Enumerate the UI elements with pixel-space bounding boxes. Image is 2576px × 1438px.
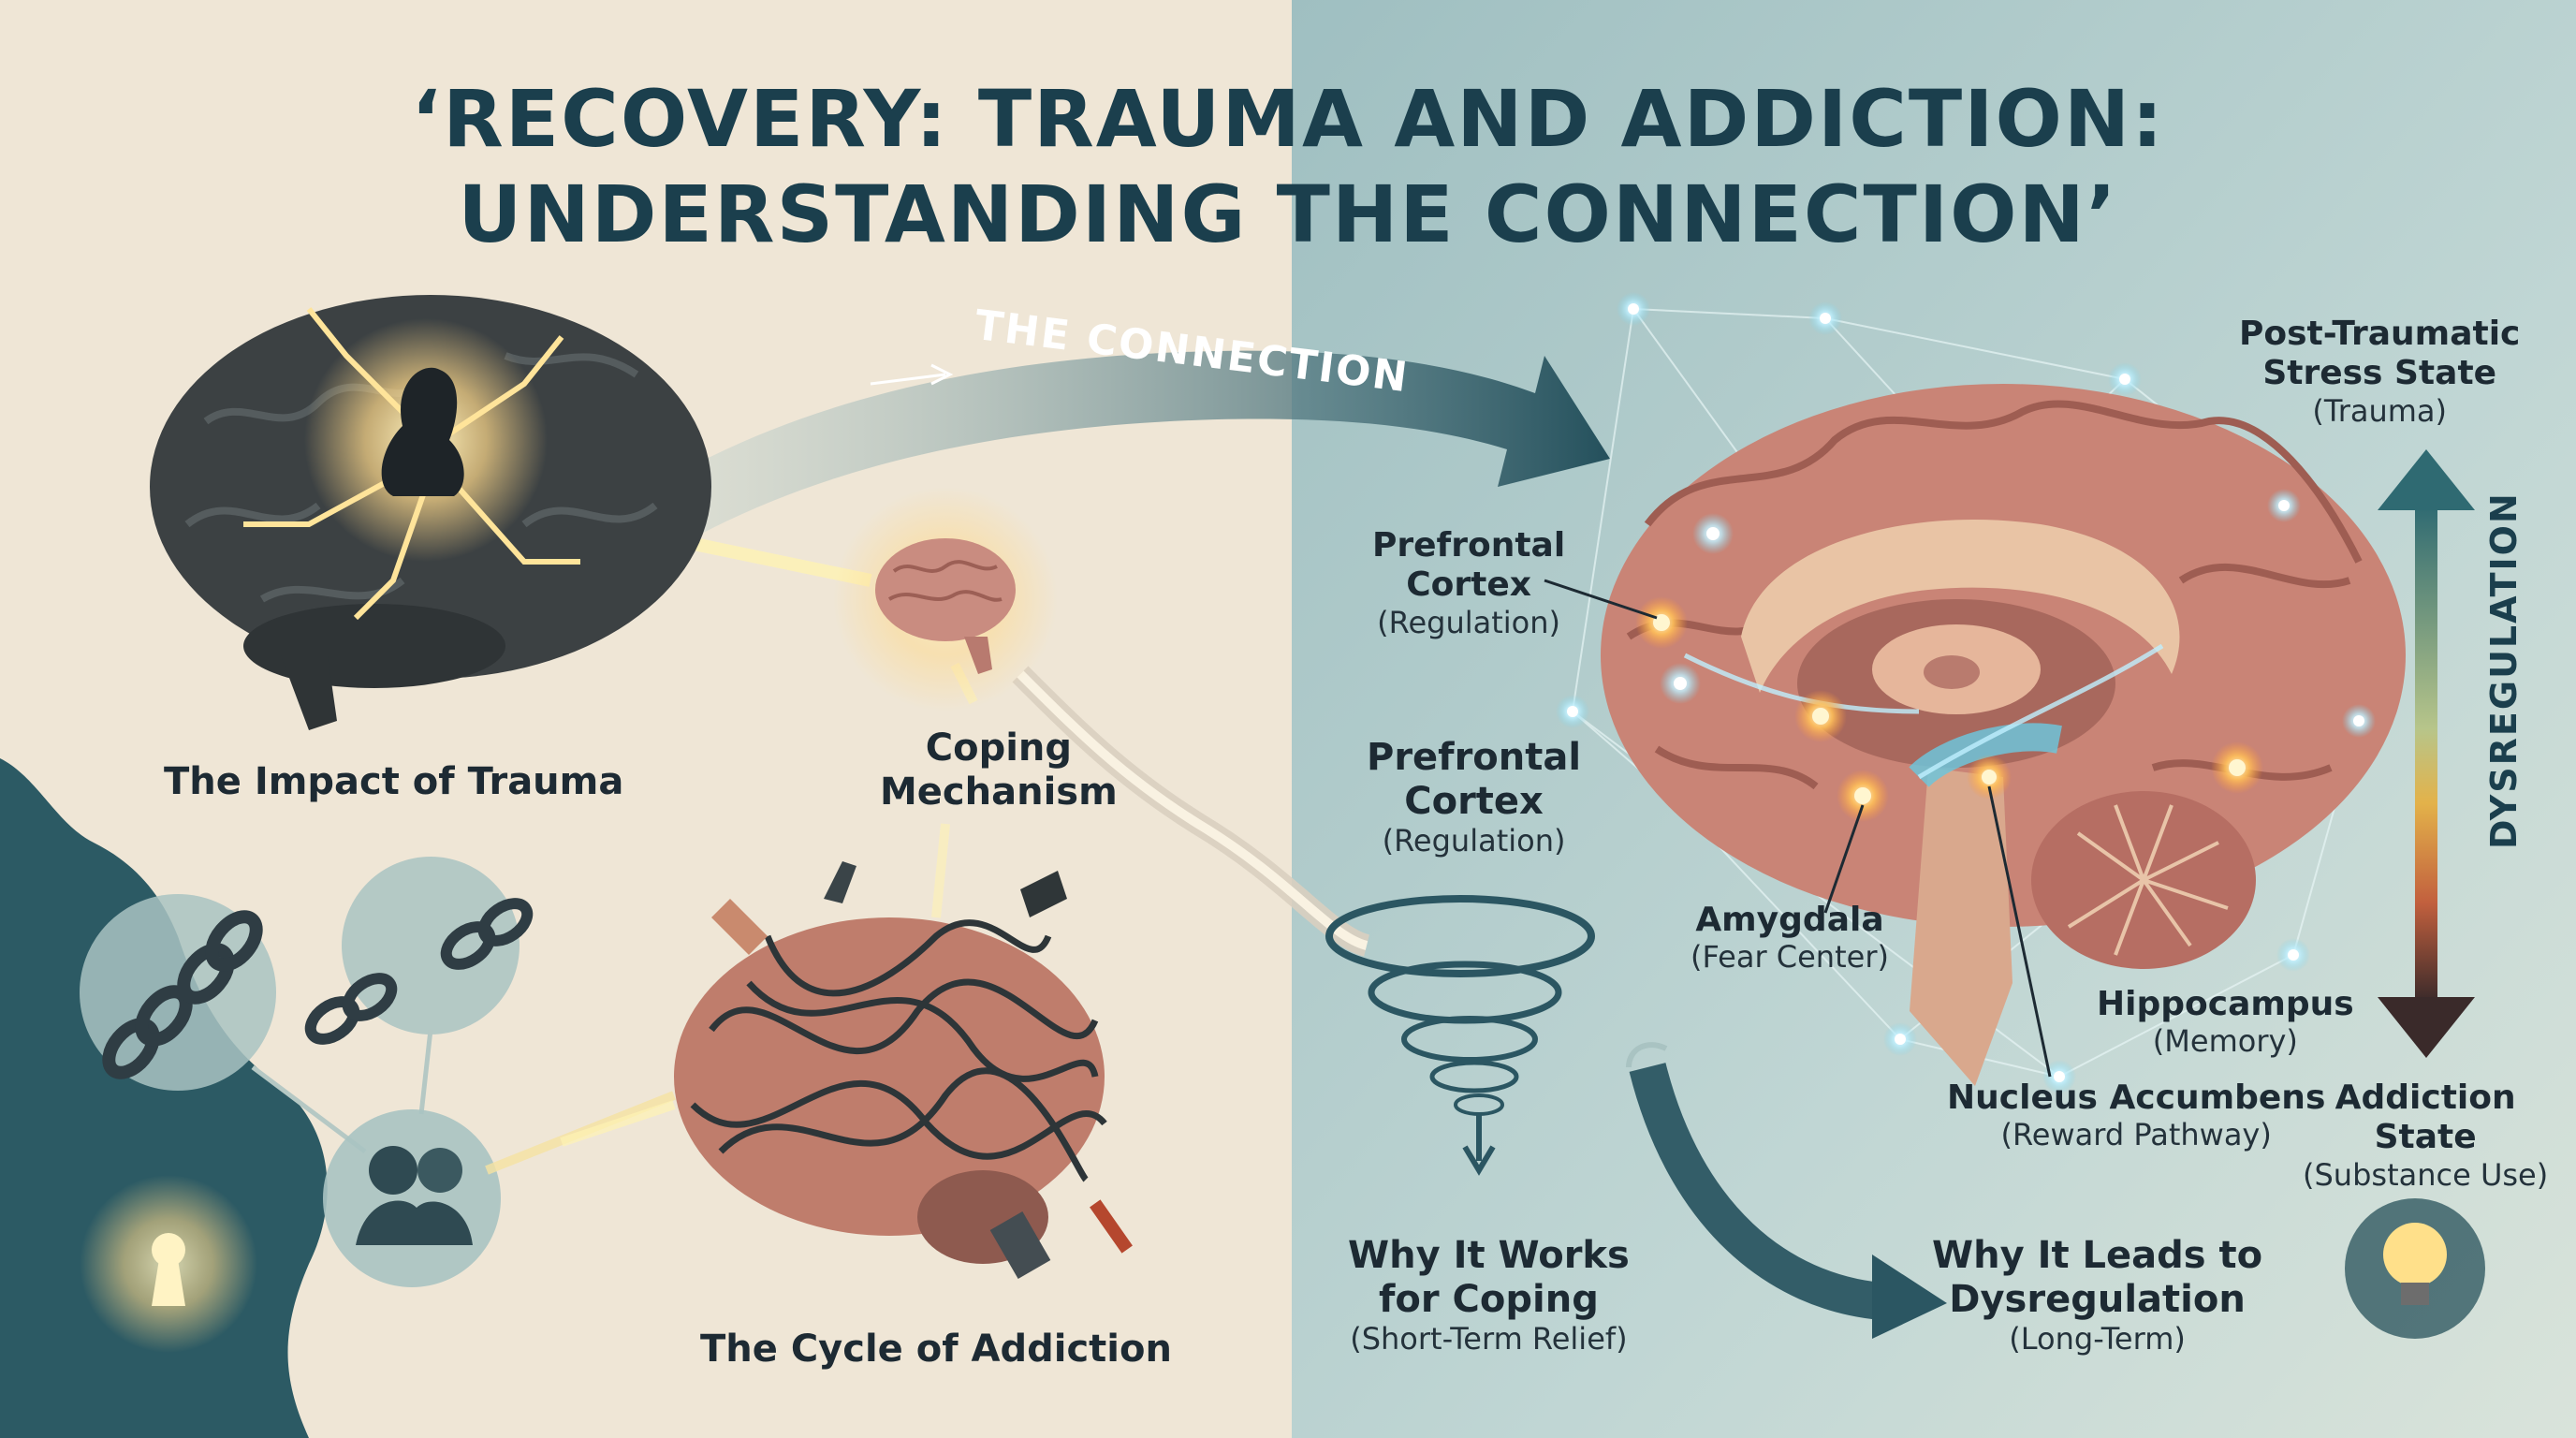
middle-pfc-label: Prefrontal Cortex (Regulation) bbox=[1367, 736, 1581, 859]
nucleus-name: Nucleus Accumbens bbox=[1947, 1078, 2326, 1117]
hug-icon bbox=[323, 1109, 501, 1287]
small-brain-icon bbox=[833, 487, 1058, 712]
coping-line-1: Coping bbox=[925, 726, 1073, 770]
connection-arrow bbox=[655, 350, 1610, 538]
network-brain bbox=[1572, 308, 2406, 1086]
hippocampus-sub: (Memory) bbox=[2152, 1023, 2298, 1060]
nucleus-label: Nucleus Accumbens (Reward Pathway) bbox=[1947, 1078, 2325, 1153]
dysregulation-arrow bbox=[1629, 1063, 1884, 1320]
title-line-2: UNDERSTANDING THE CONNECTION’ bbox=[458, 169, 2118, 261]
cycle-caption: The Cycle of Addiction bbox=[700, 1328, 1172, 1371]
scale-bottom-sub: (Substance Use) bbox=[2303, 1156, 2549, 1193]
scale-top-line-2: Stress State bbox=[2262, 354, 2497, 393]
tornado-icon bbox=[1325, 895, 1595, 1176]
amygdala-name: Amygdala bbox=[1695, 901, 1884, 939]
brain-pfc-line-2: Cortex bbox=[1406, 565, 1531, 605]
hippocampus-name: Hippocampus bbox=[2097, 985, 2354, 1023]
middle-pfc-line-2: Cortex bbox=[1404, 780, 1544, 824]
why-leads-line-2: Dysregulation bbox=[1949, 1278, 2246, 1322]
amygdala-sub: (Fear Center) bbox=[1690, 939, 1889, 976]
scale-bottom-label: Addiction State (Substance Use) bbox=[2303, 1078, 2548, 1194]
why-works-label: Why It Works for Coping (Short-Term Reli… bbox=[1348, 1234, 1630, 1357]
middle-pfc-line-1: Prefrontal bbox=[1367, 736, 1582, 779]
broken-chain-icon-2 bbox=[304, 857, 534, 1045]
keyhole-light-icon bbox=[80, 1175, 257, 1353]
scale-bottom-line-2: State bbox=[2374, 1118, 2477, 1157]
scale-top-label: Post-Traumatic Stress State (Trauma) bbox=[2239, 315, 2520, 430]
coping-line-2: Mechanism bbox=[880, 770, 1118, 814]
dysregulation-scale bbox=[2378, 449, 2475, 1058]
why-leads-sub: (Long-Term) bbox=[2009, 1321, 2186, 1357]
scale-bottom-line-1: Addiction bbox=[2334, 1078, 2516, 1117]
broken-chain-icon bbox=[80, 894, 276, 1091]
nucleus-sub: (Reward Pathway) bbox=[2000, 1117, 2272, 1153]
why-leads-line-1: Why It Leads to bbox=[1932, 1234, 2263, 1277]
tangled-brain-icon bbox=[674, 861, 1133, 1279]
trauma-brain-icon bbox=[150, 295, 711, 730]
amygdala-label: Amygdala (Fear Center) bbox=[1690, 901, 1889, 976]
trauma-caption: The Impact of Trauma bbox=[164, 760, 624, 803]
middle-pfc-sub: (Regulation) bbox=[1382, 823, 1566, 859]
title-line-1: ‘RECOVERY: TRAUMA AND ADDICTION: bbox=[411, 73, 2165, 165]
lightbulb-icon bbox=[2345, 1198, 2485, 1339]
brain-pfc-sub: (Regulation) bbox=[1377, 604, 1561, 640]
brain-pfc-label: Prefrontal Cortex (Regulation) bbox=[1372, 526, 1565, 641]
scale-axis-label: DYSREGULATION bbox=[2483, 492, 2525, 849]
coping-label: Coping Mechanism bbox=[880, 726, 1118, 814]
scale-top-sub: (Trauma) bbox=[2312, 392, 2447, 429]
page-title: ‘RECOVERY: TRAUMA AND ADDICTION: UNDERST… bbox=[0, 71, 2576, 263]
scale-top-line-1: Post-Traumatic bbox=[2239, 315, 2521, 353]
network-nodes bbox=[1556, 292, 2376, 1093]
why-works-sub: (Short-Term Relief) bbox=[1350, 1321, 1628, 1357]
hippocampus-label: Hippocampus (Memory) bbox=[2097, 985, 2354, 1060]
why-works-line-1: Why It Works bbox=[1348, 1234, 1630, 1277]
brain-pfc-line-1: Prefrontal bbox=[1372, 526, 1566, 565]
why-works-line-2: for Coping bbox=[1379, 1278, 1599, 1322]
why-leads-label: Why It Leads to Dysregulation (Long-Term… bbox=[1932, 1234, 2262, 1357]
